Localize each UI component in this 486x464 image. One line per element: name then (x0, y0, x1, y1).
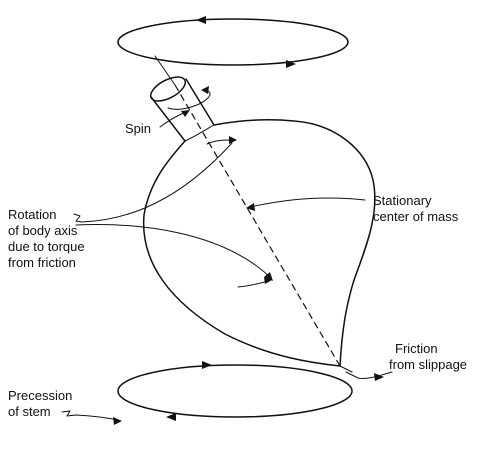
friction-label-line1: Friction (395, 341, 438, 356)
rotation-leader-upper (73, 142, 233, 223)
precession-label: Precession of stem (8, 388, 72, 419)
precession-label-line2: of stem (8, 404, 51, 419)
rotation-label: Rotation of body axis due to torque from… (8, 207, 85, 270)
center-label-line2: center of mass (373, 209, 459, 224)
rotation-leader-lower (75, 224, 271, 278)
friction-label: Friction from slippage (389, 341, 467, 372)
rotation-label-line2: of body axis (8, 223, 78, 238)
rotation-label-line1: Rotation (8, 207, 56, 222)
friction-leader (345, 371, 393, 379)
rotation-label-line4: from friction (8, 255, 76, 270)
rotation-arrows (206, 136, 272, 288)
lower-orbit-arrow-top (202, 361, 212, 369)
top-body-outline (142, 119, 376, 367)
rotation-label-line3: due to torque (8, 239, 85, 254)
center-of-mass-label: Stationary center of mass (373, 193, 459, 224)
precession-leader (61, 410, 119, 421)
rotation-leader-arrow (264, 272, 273, 281)
upper-precession-orbit (117, 16, 349, 68)
friction-arrow (374, 373, 384, 381)
body-axis-dashed (174, 84, 341, 367)
friction-label-line2: from slippage (389, 357, 467, 372)
lower-precession-orbit (117, 361, 353, 421)
center-of-mass-leader (249, 197, 366, 208)
precession-arrow (113, 417, 122, 425)
spin-arrow (159, 86, 211, 128)
stem (149, 76, 215, 142)
precession-label-line1: Precession (8, 388, 72, 403)
body-axis-lower (339, 365, 353, 373)
stem-base-curve (184, 124, 215, 142)
center-label-line1: Stationary (373, 193, 432, 208)
upper-orbit-arrow-right (286, 60, 296, 68)
spin-label: Spin (125, 121, 151, 136)
body-axis-upper (154, 55, 176, 86)
center-of-mass-arrow (246, 203, 255, 211)
lower-orbit-arrow-bottom (166, 413, 176, 421)
upper-orbit-arrow-left (196, 16, 206, 24)
